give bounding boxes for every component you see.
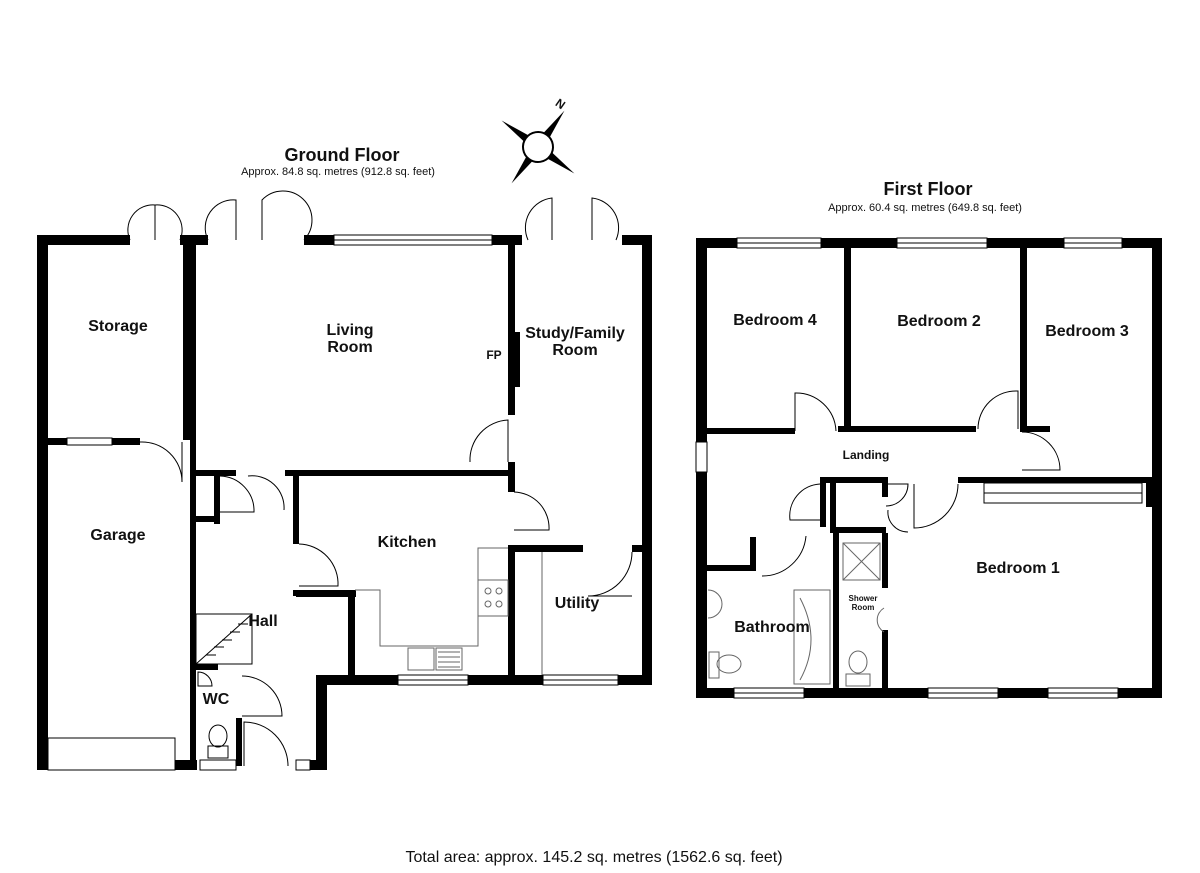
- gf-wall-cupboard-v: [214, 476, 220, 524]
- first-floor-area: Approx. 60.4 sq. metres (649.8 sq. feet): [828, 202, 1022, 214]
- ground-floor-windows: [47, 234, 619, 771]
- gf-wall-kitchen-left-3: [296, 590, 356, 597]
- ff-wall-bath-top: [820, 477, 826, 527]
- gf-window-porch: [295, 759, 311, 771]
- gf-wall-wc-right: [236, 718, 242, 766]
- gf-wall-kitchen-left-1: [293, 476, 299, 544]
- ff-wall-bath-shower: [833, 533, 839, 688]
- ground-floor-walls: [37, 235, 652, 770]
- ff-wall-b2-bottom-1: [838, 426, 976, 432]
- ff-wall-shower-right: [882, 533, 888, 588]
- first-floor-doors: [761, 390, 1061, 577]
- room-hall: Hall: [248, 613, 278, 630]
- ff-wall-landing-bottom-1: [820, 477, 888, 483]
- ff-wall-b3-bottom: [1020, 426, 1050, 432]
- ff-wall-bath-h: [836, 527, 886, 533]
- gf-window-wc: [199, 759, 237, 771]
- gf-wall-living-study-1: [508, 245, 515, 415]
- first-floor-windows: [695, 237, 1143, 699]
- ground-floor-title: Ground Floor: [284, 145, 400, 165]
- gf-wall-bottom-right: [316, 675, 652, 685]
- gf-wall-top-4: [492, 235, 522, 245]
- gf-wall-left: [37, 235, 48, 770]
- room-bathroom: Bathroom: [734, 619, 810, 636]
- room-bedroom-4: Bedroom 4: [733, 312, 817, 329]
- gf-wall-top-5: [622, 235, 652, 245]
- gf-wall-bottom-mid: [175, 760, 197, 770]
- gf-wall-garage-house-2: [190, 245, 196, 765]
- room-living-room: Living Room: [326, 322, 374, 356]
- gf-fireplace: [514, 332, 520, 387]
- gf-wall-living-bottom-2: [285, 470, 515, 476]
- gf-wall-cupboard-h: [196, 516, 220, 522]
- ff-wall-b4-b2: [844, 248, 851, 426]
- ground-floor-area: Approx. 84.8 sq. metres (912.8 sq. feet): [241, 166, 435, 178]
- gf-wall-utility-top: [508, 545, 583, 552]
- gf-wall-top-2: [180, 235, 208, 245]
- room-garage: Garage: [90, 527, 146, 544]
- room-wc: WC: [202, 691, 230, 708]
- gf-wall-living-bottom-1: [196, 470, 236, 476]
- gf-wall-utility-top-2: [632, 545, 642, 552]
- room-storage: Storage: [88, 318, 148, 335]
- gf-window-garage-storage: [66, 437, 113, 446]
- room-kitchen: Kitchen: [377, 534, 437, 551]
- gf-wall-top-1: [37, 235, 130, 245]
- compass-rose-icon: [501, 110, 575, 184]
- total-area: Total area: approx. 145.2 sq. metres (15…: [405, 849, 783, 866]
- room-landing: Landing: [842, 448, 890, 462]
- gf-kitchen-units: [355, 547, 543, 675]
- ff-wall-bath-left: [750, 537, 756, 567]
- ff-window-landing: [695, 441, 708, 473]
- room-bedroom-2: Bedroom 2: [897, 313, 981, 330]
- gf-wall-wc-top: [196, 664, 218, 670]
- ff-wall-b1-top-right: [1146, 477, 1162, 507]
- first-floor-fixtures: [707, 542, 885, 687]
- gf-wall-kitchen-left-4: [348, 590, 355, 675]
- gf-wall-top-3: [304, 235, 334, 245]
- gf-wall-utility-left: [508, 545, 515, 675]
- gf-wc-fixtures: [197, 671, 229, 759]
- room-study-family: Study/Family Room: [525, 325, 625, 359]
- room-bedroom-1: Bedroom 1: [976, 560, 1060, 577]
- ff-wall-b4-bottom: [707, 428, 795, 434]
- ff-wall-b1-left: [882, 477, 888, 497]
- ground-floor-doors: [127, 190, 633, 767]
- first-floor-title: First Floor: [883, 179, 973, 199]
- fireplace-label: FP: [486, 348, 502, 362]
- ff-wall-bath-left-h: [707, 565, 756, 571]
- gf-wall-garage-storage: [37, 438, 67, 445]
- gf-garage-door: [47, 737, 176, 771]
- ff-wall-bath-top-2: [830, 477, 836, 533]
- gf-wall-garage-storage-2: [112, 438, 140, 445]
- ff-wall-landing-bottom-2: [958, 477, 1152, 483]
- ff-wall-right: [1152, 238, 1162, 698]
- room-shower-room: Shower Room: [848, 594, 878, 612]
- gf-wall-step: [316, 675, 327, 770]
- room-bedroom-3: Bedroom 3: [1045, 323, 1129, 340]
- gf-wall-bottom-end: [310, 760, 327, 770]
- gf-wall-living-study-2: [508, 462, 515, 492]
- ff-wall-b2-b3: [1020, 248, 1027, 426]
- gf-wall-right: [642, 235, 652, 685]
- gf-wall-garage-house-1: [183, 245, 190, 440]
- gf-wall-bottom-left: [37, 760, 53, 770]
- room-utility: Utility: [554, 595, 600, 612]
- gf-stairs: [195, 613, 253, 665]
- ff-wall-shower-right-2: [882, 630, 888, 688]
